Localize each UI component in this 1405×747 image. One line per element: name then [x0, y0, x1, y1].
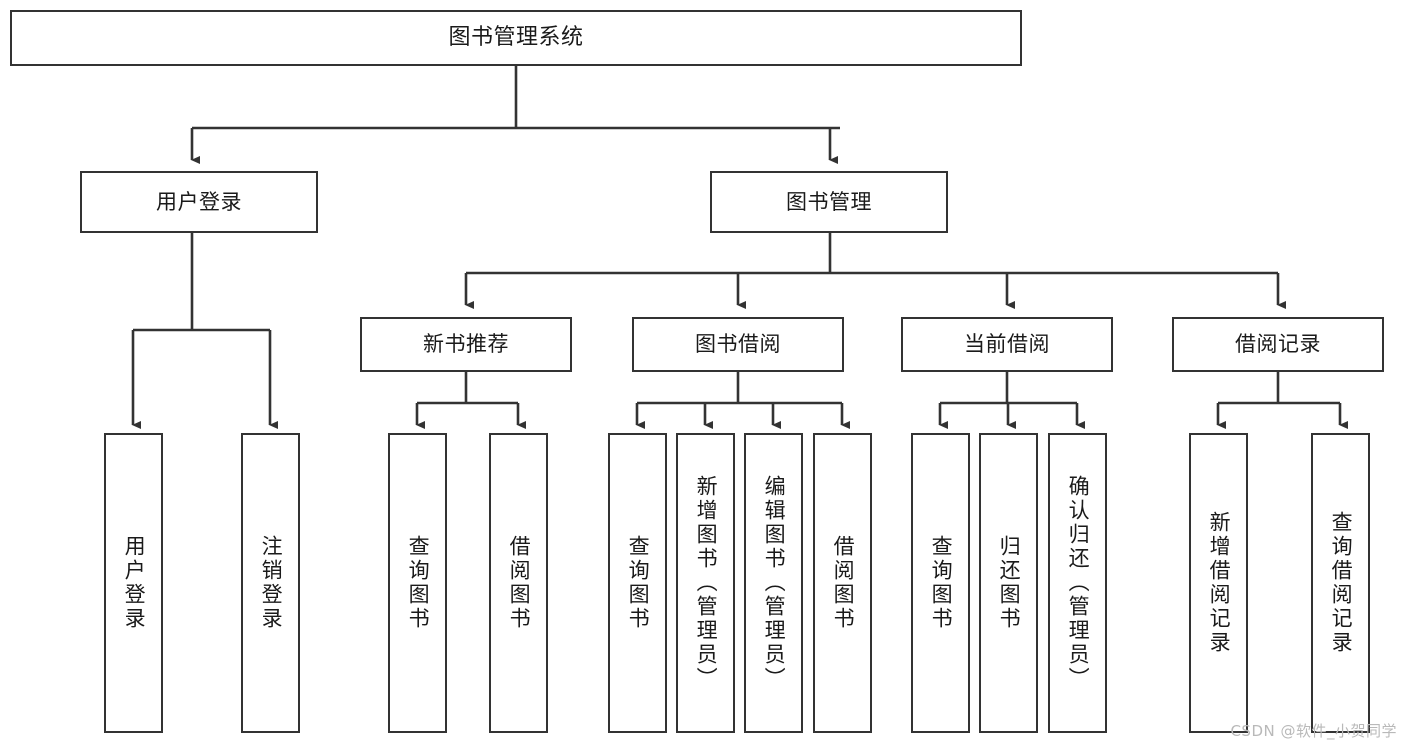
node-book-manage[interactable]: 图书管理 — [710, 171, 948, 233]
node-leaf-add-book-label: 新增图书（管理员） — [694, 475, 719, 691]
node-current-borrow-label: 当前借阅 — [964, 332, 1050, 357]
node-borrow-record-label: 借阅记录 — [1235, 332, 1321, 357]
node-current-borrow[interactable]: 当前借阅 — [901, 317, 1113, 372]
node-leaf-return-book-label: 归还图书 — [997, 535, 1022, 631]
node-leaf-borrow-book-2[interactable]: 借阅图书 — [813, 433, 872, 733]
node-leaf-return-book[interactable]: 归还图书 — [979, 433, 1038, 733]
watermark: CSDN @软件_小贺同学 — [1230, 722, 1397, 740]
node-root-label: 图书管理系统 — [448, 25, 584, 51]
node-leaf-logout-label: 注销登录 — [259, 535, 284, 631]
node-new-book-rec-label: 新书推荐 — [423, 332, 509, 357]
node-leaf-user-login[interactable]: 用户登录 — [104, 433, 163, 733]
node-leaf-query-book-1[interactable]: 查询图书 — [388, 433, 447, 733]
node-leaf-query-book-1-label: 查询图书 — [406, 535, 431, 631]
node-leaf-edit-book[interactable]: 编辑图书（管理员） — [744, 433, 803, 733]
node-leaf-add-book[interactable]: 新增图书（管理员） — [676, 433, 735, 733]
node-leaf-confirm-return-label: 确认归还（管理员） — [1066, 475, 1091, 691]
node-leaf-borrow-book-1[interactable]: 借阅图书 — [489, 433, 548, 733]
node-leaf-query-record[interactable]: 查询借阅记录 — [1311, 433, 1370, 733]
node-leaf-add-record-label: 新增借阅记录 — [1207, 511, 1232, 655]
node-user-login[interactable]: 用户登录 — [80, 171, 318, 233]
node-leaf-add-record[interactable]: 新增借阅记录 — [1189, 433, 1248, 733]
node-leaf-logout[interactable]: 注销登录 — [241, 433, 300, 733]
node-leaf-query-book-2[interactable]: 查询图书 — [608, 433, 667, 733]
node-leaf-query-book-3-label: 查询图书 — [929, 535, 954, 631]
node-user-login-label: 用户登录 — [156, 189, 242, 214]
node-leaf-user-login-label: 用户登录 — [122, 535, 147, 631]
node-book-borrow[interactable]: 图书借阅 — [632, 317, 844, 372]
node-leaf-borrow-book-1-label: 借阅图书 — [507, 535, 532, 631]
node-leaf-query-book-3[interactable]: 查询图书 — [911, 433, 970, 733]
node-book-borrow-label: 图书借阅 — [695, 332, 781, 357]
node-book-manage-label: 图书管理 — [786, 189, 872, 214]
node-root[interactable]: 图书管理系统 — [10, 10, 1022, 66]
node-borrow-record[interactable]: 借阅记录 — [1172, 317, 1384, 372]
node-leaf-query-book-2-label: 查询图书 — [626, 535, 651, 631]
node-leaf-edit-book-label: 编辑图书（管理员） — [762, 475, 787, 691]
node-new-book-rec[interactable]: 新书推荐 — [360, 317, 572, 372]
node-leaf-query-record-label: 查询借阅记录 — [1329, 511, 1354, 655]
node-leaf-borrow-book-2-label: 借阅图书 — [831, 535, 856, 631]
node-leaf-confirm-return[interactable]: 确认归还（管理员） — [1048, 433, 1107, 733]
